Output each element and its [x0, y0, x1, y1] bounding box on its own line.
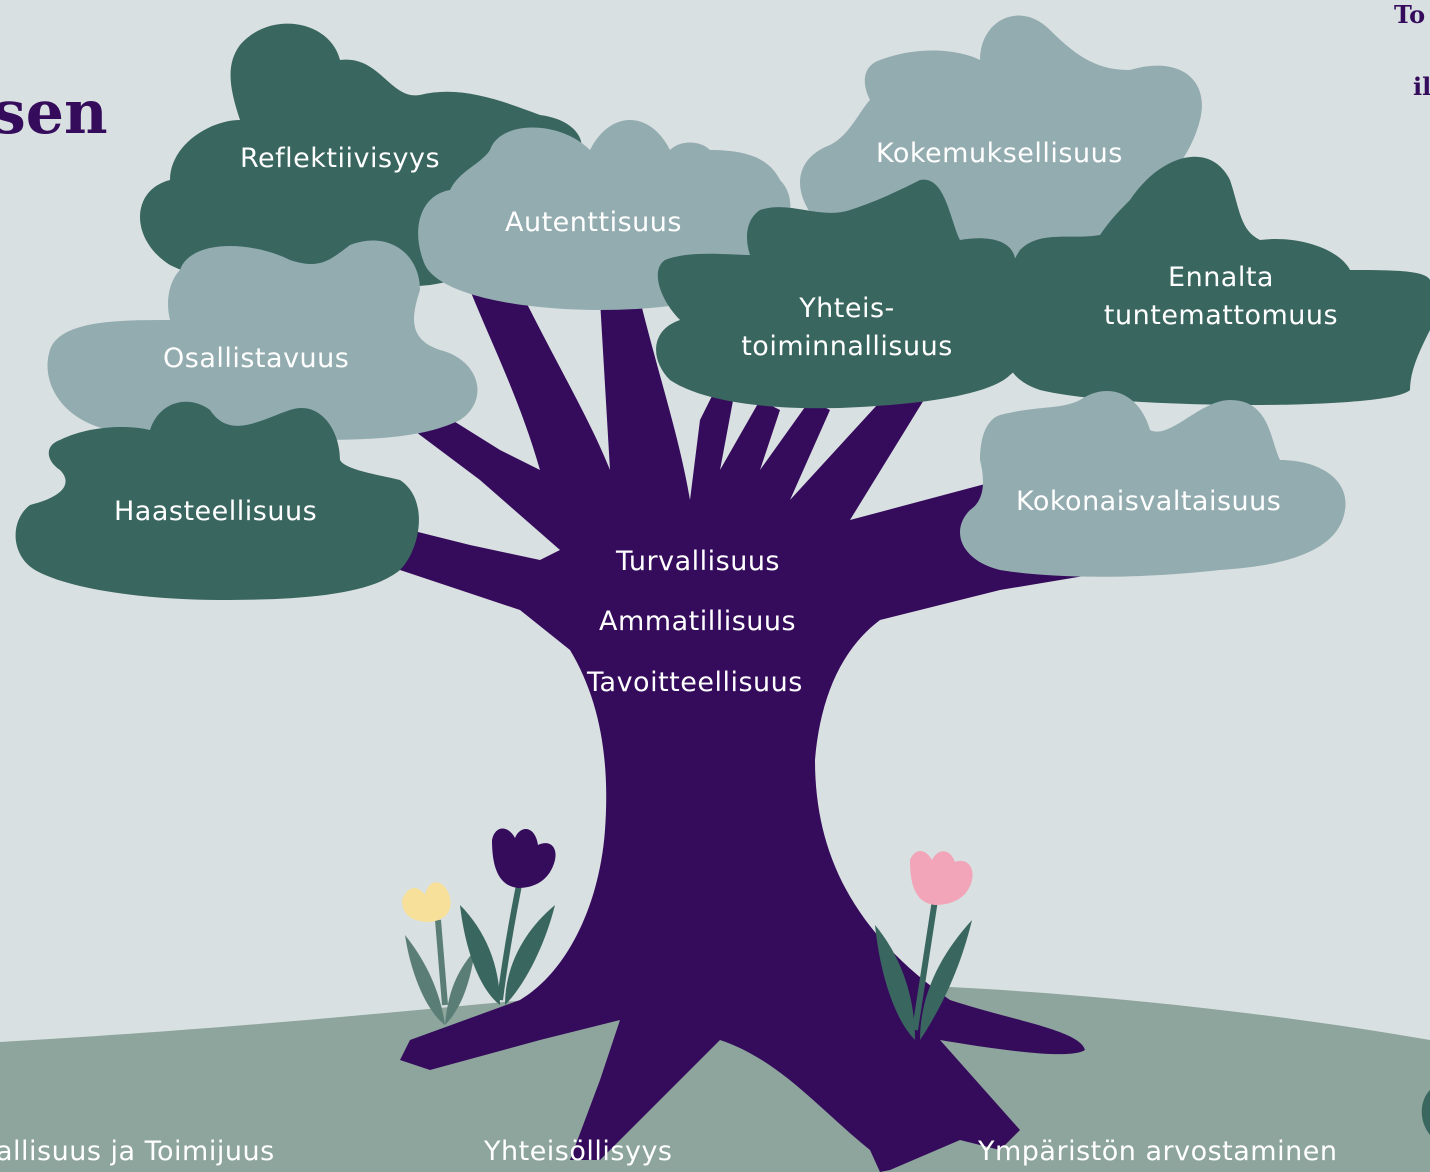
label-yhteisollisyys: Yhteisöllisyys	[484, 1136, 673, 1167]
label-ennalta-tuntemattomuus: Ennalta tuntemattomuus	[1081, 259, 1361, 335]
ground	[0, 982, 1430, 1172]
leaf-icon	[1421, 1090, 1430, 1135]
label-yhteistoiminnallisuus-line2: toiminnallisuus	[741, 331, 953, 362]
label-tavoitteellisuus: Tavoitteellisuus	[587, 667, 803, 698]
top-right-text-1: To	[1394, 0, 1426, 29]
dark-purple-flower-icon	[460, 828, 556, 1005]
cloud-ennalta-tuntemattomuus	[1005, 156, 1430, 405]
cloud-osallistavuus	[47, 240, 478, 443]
label-toimijuus: allisuus ja Toimijuus	[0, 1136, 275, 1167]
cloud-haasteellisuus	[15, 401, 419, 600]
tree-trunk	[380, 290, 1100, 1172]
label-yhteistoiminnallisuus: Yhteis- toiminnallisuus	[717, 290, 977, 366]
cloud-kokonaisvaltaisuus	[960, 391, 1346, 577]
label-ennalta-line1: Ennalta	[1168, 262, 1274, 293]
yellow-flower-icon	[402, 882, 475, 1025]
label-ennalta-line2: tuntemattomuus	[1103, 300, 1339, 331]
label-osallistavuus: Osallistavuus	[163, 343, 350, 374]
label-ammatillisuus: Ammatillisuus	[599, 606, 797, 637]
label-autenttisuus: Autenttisuus	[505, 207, 682, 238]
top-right-text-2: il	[1413, 72, 1430, 101]
label-haasteellisuus: Haasteellisuus	[114, 496, 318, 527]
label-ympariston-arvostaminen: Ympäristön arvostaminen	[978, 1136, 1338, 1167]
pink-flower-icon	[875, 851, 973, 1040]
cloud-yhteistoiminnallisuus	[656, 179, 1025, 409]
label-reflektiivisyys: Reflektiivisyys	[240, 143, 441, 174]
label-kokonaisvaltaisuus: Kokonaisvaltaisuus	[1016, 486, 1282, 517]
page-heading-fragment: sen	[0, 78, 108, 148]
label-kokemuksellisuus: Kokemuksellisuus	[876, 138, 1123, 169]
label-yhteistoiminnallisuus-line1: Yhteis-	[799, 293, 895, 324]
label-turvallisuus: Turvallisuus	[616, 546, 780, 577]
